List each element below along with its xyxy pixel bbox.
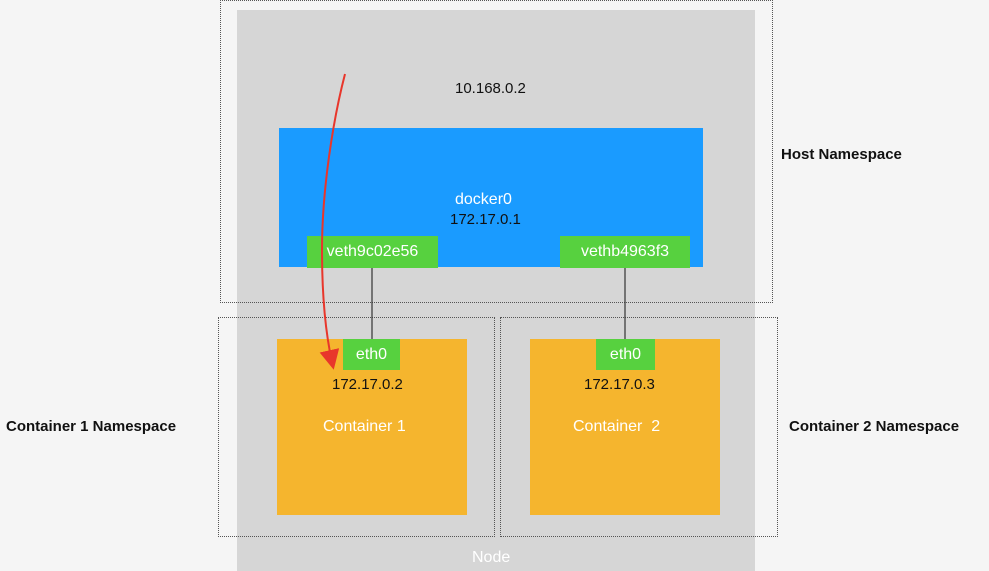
container1-namespace-label: Container 1 Namespace (6, 418, 177, 435)
host-namespace-boundary (220, 0, 773, 303)
container2-namespace-boundary (500, 317, 778, 537)
container2-eth0: eth0 (596, 339, 655, 370)
veth-interface-1: veth9c02e56 (307, 236, 438, 268)
container1-eth0: eth0 (343, 339, 400, 370)
container1-label: Container 1 (323, 418, 406, 435)
container2-namespace-label: Container 2 Namespace (789, 418, 960, 435)
node-label: Node (472, 549, 511, 566)
container1-namespace-boundary (218, 317, 495, 537)
bridge-ip: 172.17.0.1 (450, 211, 521, 228)
container2-ip: 172.17.0.3 (584, 376, 655, 393)
container2-label: Container 2 (573, 418, 661, 435)
host-ip: 10.168.0.2 (455, 80, 526, 97)
veth-interface-2: vethb4963f3 (560, 236, 690, 268)
host-namespace-label: Host Namespace (781, 146, 902, 163)
bridge-name: docker0 (455, 191, 512, 208)
container1-ip: 172.17.0.2 (332, 376, 403, 393)
